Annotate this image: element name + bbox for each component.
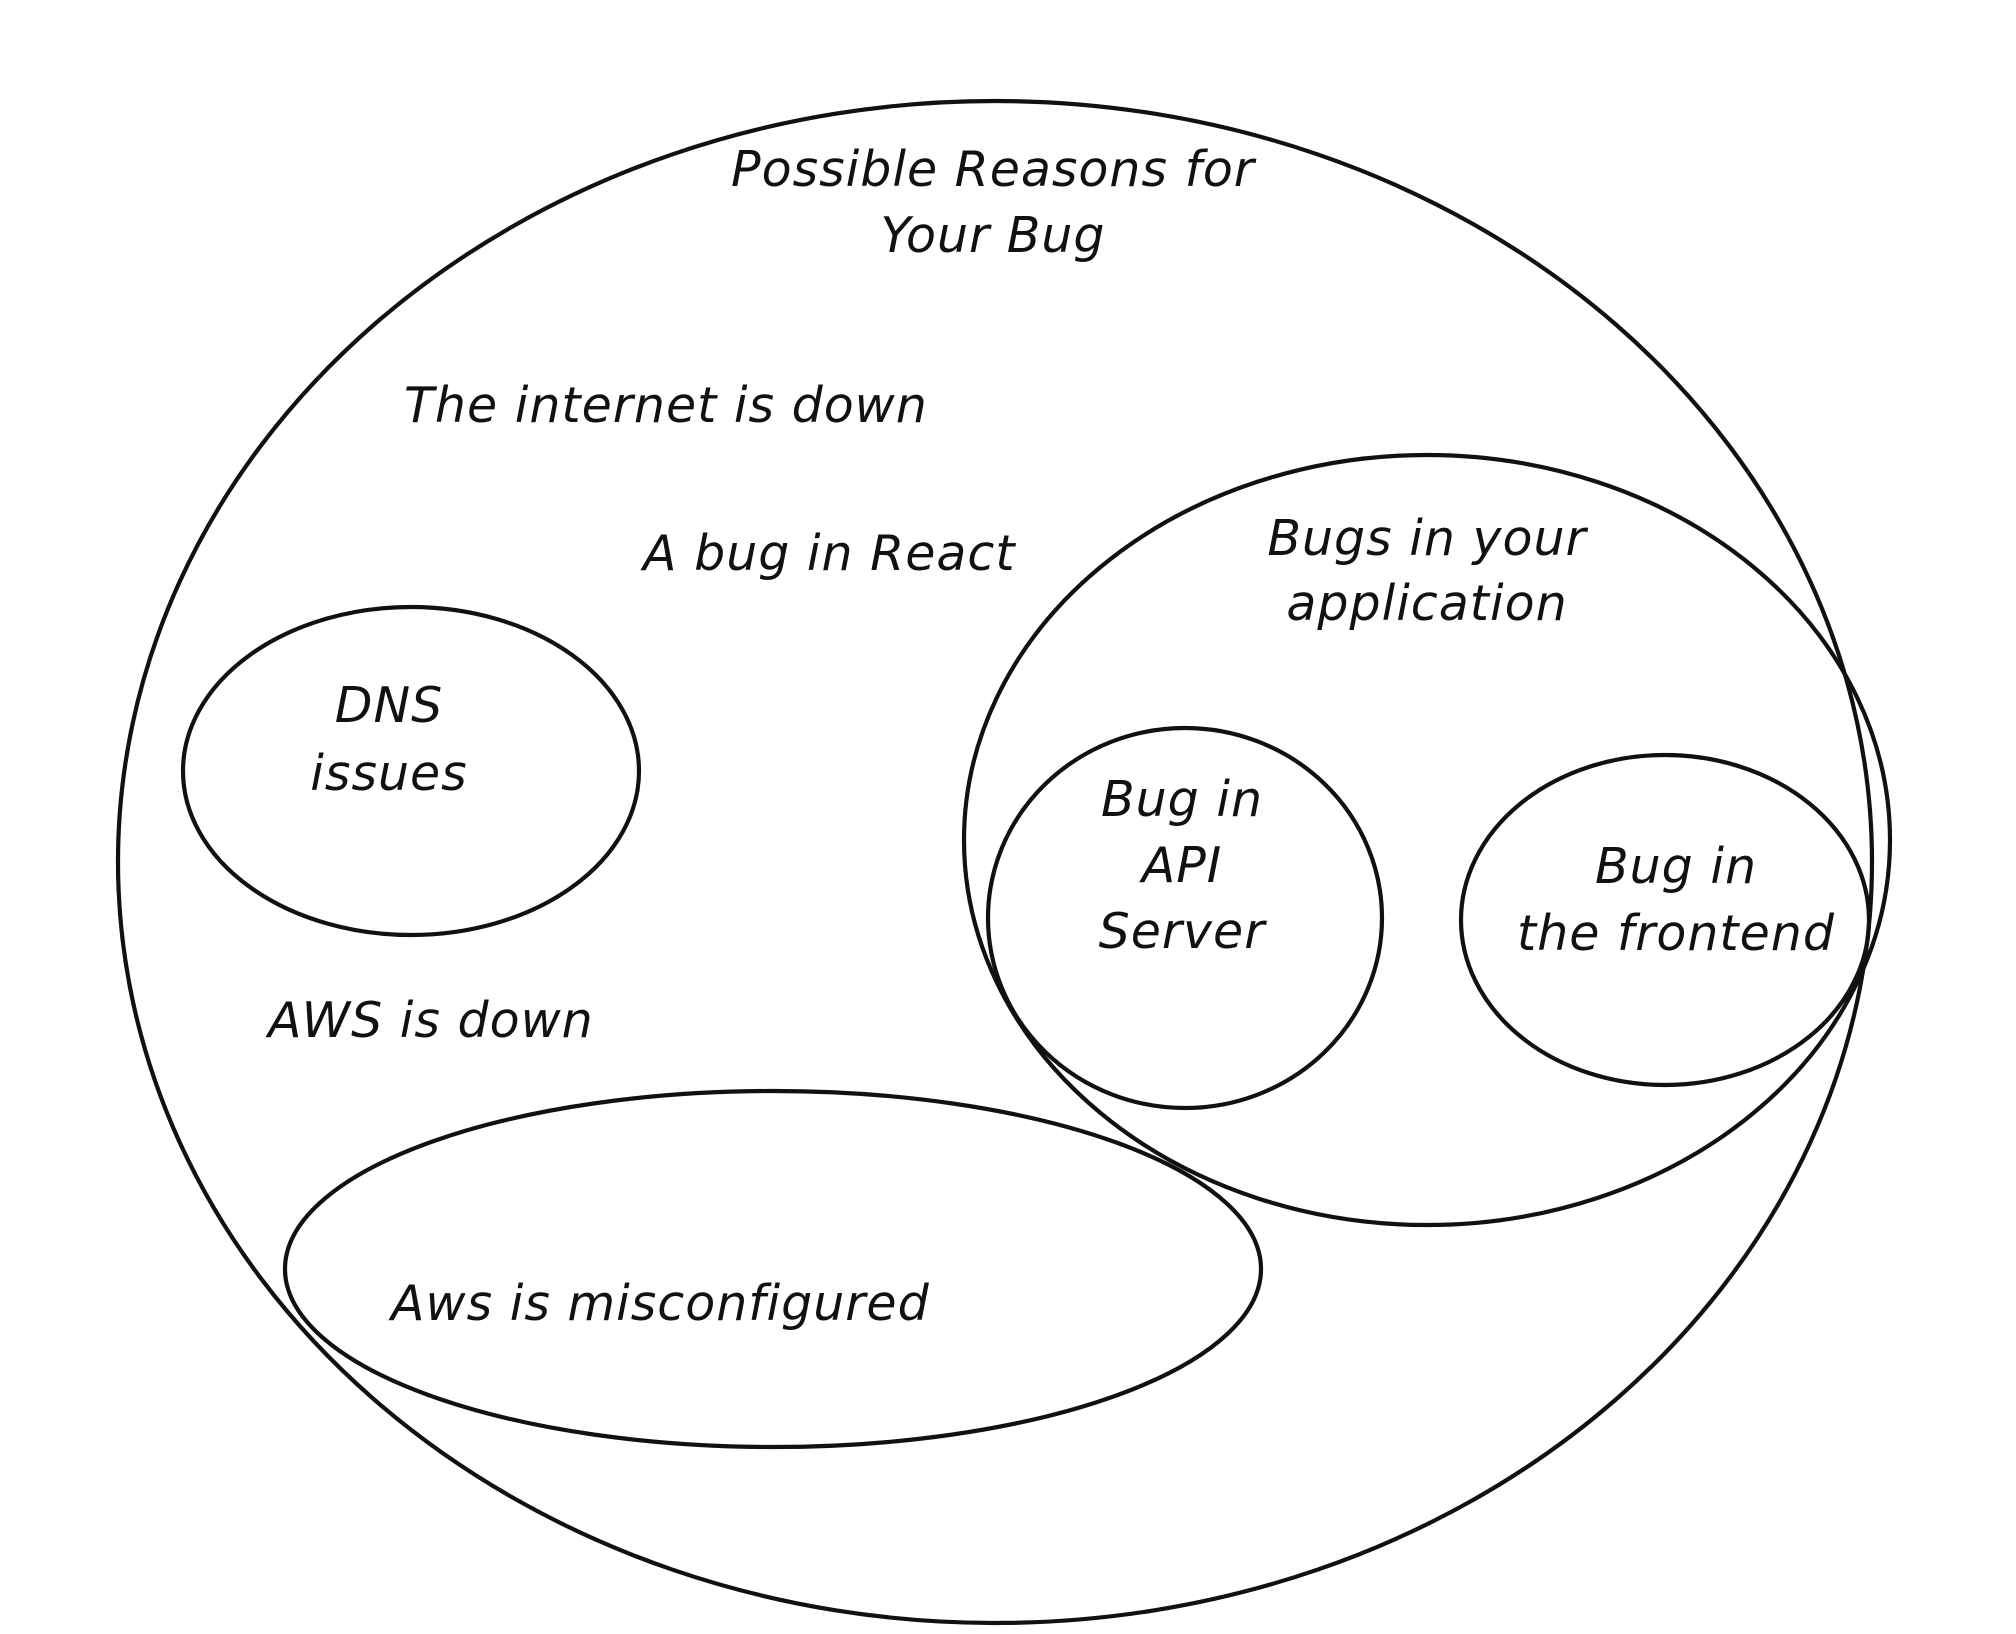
api-server-set-label-line3: Server bbox=[1099, 903, 1268, 960]
dns-set-label-line2: issues bbox=[310, 745, 467, 802]
application-set-ellipse bbox=[961, 452, 1893, 1228]
dns-set-label-line1: DNS bbox=[335, 677, 444, 734]
api-server-set-ellipse bbox=[985, 725, 1385, 1111]
aws-misconfig-set-label: Aws is misconfigured bbox=[388, 1275, 930, 1332]
api-server-set-label-line2: API bbox=[1139, 837, 1223, 894]
internet-down-label: The internet is down bbox=[404, 377, 928, 434]
frontend-set-label-line1: Bug in bbox=[1595, 838, 1757, 895]
application-set-label-line2: application bbox=[1286, 575, 1567, 632]
aws-down-label: AWS is down bbox=[265, 992, 594, 1049]
dns-set-ellipse bbox=[180, 604, 642, 938]
outer-set-ellipse bbox=[115, 98, 1875, 1626]
outer-set-title-line1: Possible Reasons for bbox=[731, 141, 1257, 198]
frontend-set-label-line2: the frontend bbox=[1517, 905, 1835, 962]
aws-misconfig-set-ellipse bbox=[282, 1088, 1264, 1450]
outer-set-title-line2: Your Bug bbox=[880, 207, 1105, 264]
frontend-set-ellipse bbox=[1458, 752, 1872, 1088]
application-set-label-line1: Bugs in your bbox=[1267, 510, 1588, 567]
api-server-set-label-line1: Bug in bbox=[1101, 771, 1263, 828]
bug-in-react-label: A bug in React bbox=[640, 525, 1016, 582]
